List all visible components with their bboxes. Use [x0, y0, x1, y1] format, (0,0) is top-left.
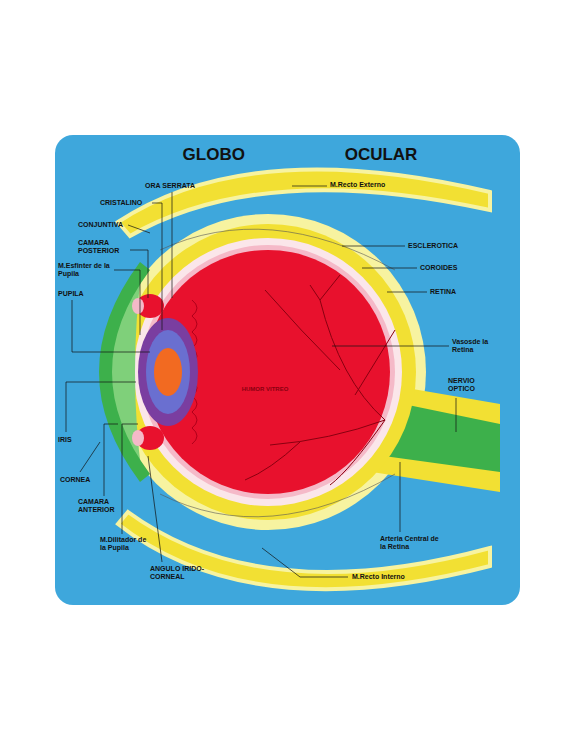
part-label: ANGULO IRIDO-CORNEAL: [150, 565, 208, 581]
part-label: M.Recto Externo: [330, 181, 410, 189]
part-label: Arteria Central de la Retina: [380, 535, 442, 551]
part-label: RETINA: [430, 288, 480, 296]
part-label: PUPILA: [58, 290, 98, 298]
part-label: CRISTALINO: [100, 199, 150, 207]
part-label: ESCLEROTICA: [408, 242, 478, 250]
part-label: M.Dilitador de la Pupila: [100, 536, 154, 552]
part-label: COROIDES: [420, 264, 480, 272]
part-label: CONJUNTIVA: [78, 221, 128, 229]
part-label: CORNEA: [60, 476, 100, 484]
part-label: M.Esfinter de la Pupila: [58, 262, 112, 278]
part-label: NERVIO OPTICO: [448, 377, 498, 393]
part-label: M.Recto Interno: [352, 573, 432, 581]
part-label: CAMARA ANTERIOR: [78, 498, 128, 514]
part-label: CAMARA POSTERIOR: [78, 239, 128, 255]
part-label: IRIS: [58, 436, 88, 444]
part-label: ORA SERRATA: [145, 182, 205, 190]
part-label: HUMOR VITREO: [230, 386, 300, 393]
part-label: Vasosde la Retina: [452, 338, 502, 354]
diagram-title: GLOBO OCULAR: [90, 145, 510, 165]
